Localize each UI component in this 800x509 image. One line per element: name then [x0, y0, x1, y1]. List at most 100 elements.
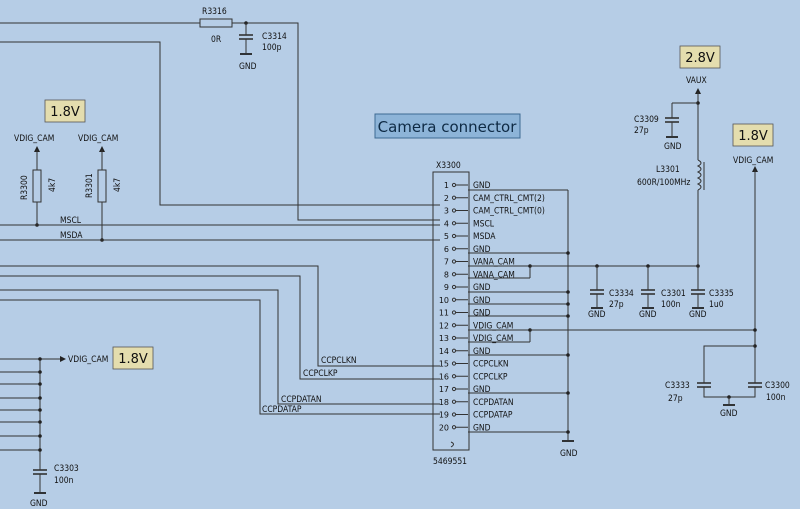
vaux-filter: VAUX C3309 27p GND L3301 600R/100MHz [634, 76, 707, 266]
pin-contact [451, 284, 457, 290]
pin-signal: GND [473, 423, 491, 433]
pin-number: 16 [439, 372, 449, 381]
pin-number: 15 [439, 360, 449, 369]
pin-signal: VDIG_CAM [473, 321, 513, 331]
pin-contact [451, 259, 457, 264]
r3300-ref: R3300 [20, 175, 30, 200]
svg-text:C3334: C3334 [609, 289, 634, 299]
pin-contact [451, 386, 457, 392]
c3333-value: 27p [668, 394, 683, 404]
pin-signal: CCPDATAP [473, 411, 513, 421]
svg-text:1.8V: 1.8V [738, 129, 768, 144]
pin-number: 6 [444, 245, 449, 254]
pin-signal: CCPCLKP [473, 372, 508, 382]
pin-contact [451, 374, 457, 379]
cam-ctrl-2-net [0, 41, 440, 206]
svg-text:GND: GND [689, 310, 707, 320]
l3301-ref: L3301 [656, 165, 680, 175]
c3333-c3300-gnd: GND [720, 409, 738, 419]
pin-contact [451, 412, 457, 417]
pin-number: 19 [439, 411, 449, 420]
pin-contact [451, 195, 457, 200]
rail-vdig-cam-4: VDIG_CAM [68, 355, 108, 365]
c3309-gnd: GND [664, 142, 682, 152]
pin-number: 17 [439, 385, 449, 394]
net-msda: MSDA [60, 231, 83, 241]
c3309-value: 27p [634, 126, 649, 136]
r3316-value: 0R [211, 35, 222, 45]
pin-contact [451, 297, 457, 302]
pin-signal: GND [473, 309, 491, 319]
pin-signal: MSCL [473, 219, 495, 229]
pin-contact [451, 425, 457, 430]
voltage-badge-2v8: 2.8V [679, 45, 721, 69]
pin-number: 3 [444, 207, 449, 216]
connector-ref: X3300 [436, 161, 461, 171]
pin-number: 8 [444, 270, 449, 279]
pin-number: 9 [444, 283, 449, 292]
l3301-value: 600R/100MHz [637, 178, 690, 188]
svg-text:27p: 27p [609, 300, 624, 310]
rail-vdig-cam-3: VDIG_CAM [733, 156, 773, 166]
r3301-value: 4k7 [113, 178, 123, 192]
r3301-ref: R3301 [85, 173, 95, 198]
r3316-net: R3316 0R C3314 100p GND [0, 7, 440, 221]
vdig-cam-left-bus: VDIG_CAM C3303 100n GND [0, 355, 108, 509]
pin-contact [451, 233, 457, 239]
pin-number: 7 [444, 258, 449, 267]
rail-vaux: VAUX [686, 76, 707, 86]
vana-cam-net [468, 264, 698, 279]
pin-contact [451, 208, 457, 213]
pin-number: 1 [444, 181, 449, 190]
vdig-cam-net [468, 328, 755, 343]
voltage-badge-1v8-b: 1.8V [732, 123, 774, 147]
r3316-ref: R3316 [202, 7, 227, 17]
c3334: C3334 27p GND [588, 264, 634, 320]
r3301-pullup: VDIG_CAM R3301 4k7 [78, 134, 123, 242]
pin-contact [451, 246, 457, 251]
svg-text:1.8V: 1.8V [118, 352, 148, 367]
rail-vdig-cam-1: VDIG_CAM [14, 134, 54, 144]
pin-contact [451, 361, 457, 366]
net-mscl: MSCL [60, 216, 82, 226]
svg-text:1u0: 1u0 [709, 300, 724, 310]
c3314-gnd: GND [239, 62, 257, 72]
vdig-cam-right: VDIG_CAM C3333 27p C3300 100n GND [665, 156, 790, 419]
connector-gnd-bus: GND [468, 189, 578, 459]
ccpdatan-net [0, 289, 440, 405]
pin-contact [451, 221, 457, 226]
pin-number: 14 [439, 347, 449, 356]
pin-signal: GND [473, 385, 491, 395]
pin-signal: VANA_CAM [473, 270, 515, 280]
svg-text:C3335: C3335 [709, 289, 734, 299]
net-ccpclkp: CCPCLKP [303, 369, 338, 379]
pin-signal: GND [473, 283, 491, 293]
pin-signal: CCPDATAN [473, 398, 514, 408]
pin-contact [451, 348, 457, 353]
c3303-gnd: GND [30, 499, 48, 509]
pin-contact [451, 399, 457, 404]
pin-number: 18 [439, 398, 449, 407]
net-ccpdatan: CCPDATAN [281, 395, 322, 405]
pin-signal: GND [473, 296, 491, 306]
pin-contact [451, 272, 457, 277]
c3300-ref: C3300 [765, 381, 790, 391]
pin-signal: CAM_CTRL_CMT(2) [473, 194, 545, 204]
c3309-ref: C3309 [634, 115, 659, 125]
pin-contact [451, 335, 457, 341]
c3314-ref: C3314 [262, 32, 287, 42]
pin-number: 5 [444, 232, 449, 241]
net-ccpdatap: CCPDATAP [262, 405, 302, 415]
title-box: Camera connector [374, 113, 521, 139]
pin-signal: GND [473, 245, 491, 255]
net-ccpclkn: CCPCLKN [321, 356, 357, 366]
pin-number: 20 [439, 423, 449, 432]
pin-signal: CCPCLKN [473, 360, 509, 370]
c3303-ref: C3303 [54, 464, 79, 474]
svg-text:2.8V: 2.8V [685, 51, 715, 66]
pin-signal: CAM_CTRL_CMT(0) [473, 207, 545, 217]
r3300-pullup: VDIG_CAM R3300 4k7 [14, 134, 58, 227]
svg-text:GND: GND [639, 310, 657, 320]
